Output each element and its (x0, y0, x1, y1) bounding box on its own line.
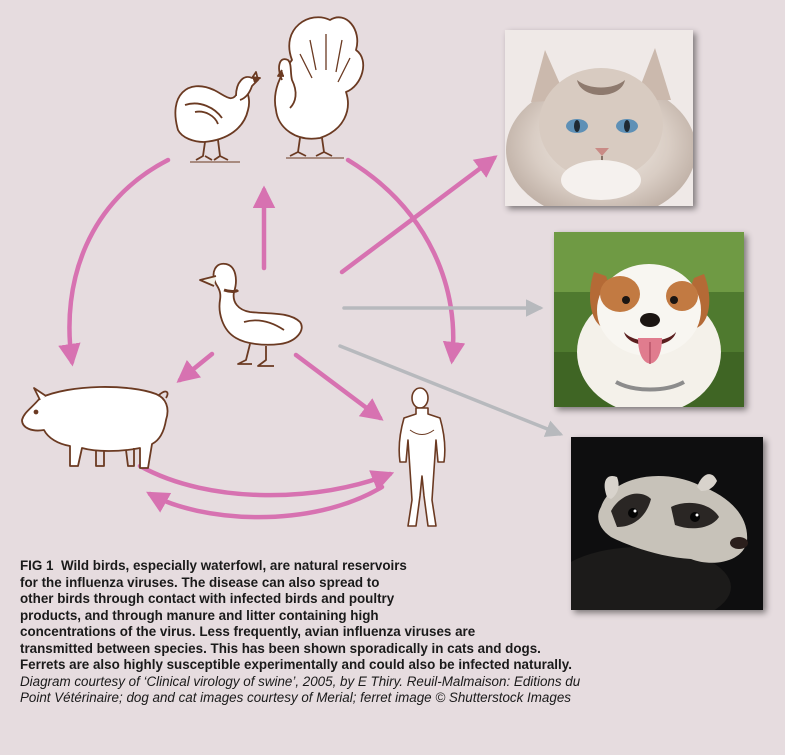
arrow-duck-to-cat (342, 158, 494, 272)
turkey-icon (275, 17, 363, 158)
caption-line-7: Ferrets are also highly susceptible expe… (20, 657, 780, 674)
arrow-duck-to-human (296, 355, 380, 418)
caption-line-4: products, and through manure and litter … (20, 608, 780, 625)
caption-line-5: concentrations of the virus. Less freque… (20, 624, 780, 641)
dog-photo (554, 232, 744, 407)
caption-line-1: FIG 1 Wild birds, especially waterfowl, … (20, 558, 780, 575)
caption-line-6: transmitted between species. This has be… (20, 641, 780, 658)
caption-line-3: other birds through contact with infecte… (20, 591, 780, 608)
credit-line-2: Point Vétérinaire; dog and cat images co… (20, 690, 780, 707)
caption-line-2: for the influenza viruses. The disease c… (20, 575, 780, 592)
pig-icon (22, 387, 168, 468)
credit-line-1: Diagram courtesy of ‘Clinical virology o… (20, 674, 780, 691)
duck-icon (200, 264, 302, 366)
chicken-icon (175, 72, 260, 162)
arrow-poultry-to-pig (69, 160, 168, 362)
arrow-poultry-to-human (348, 160, 453, 360)
figure-caption: FIG 1 Wild birds, especially waterfowl, … (20, 558, 780, 707)
arrow-pig-to-human (140, 466, 390, 495)
arrow-duck-to-pig (180, 354, 212, 380)
cat-photo (505, 30, 693, 206)
arrow-human-to-pig (150, 487, 382, 517)
figure-label: FIG 1 (20, 558, 53, 573)
human-icon (399, 388, 445, 526)
